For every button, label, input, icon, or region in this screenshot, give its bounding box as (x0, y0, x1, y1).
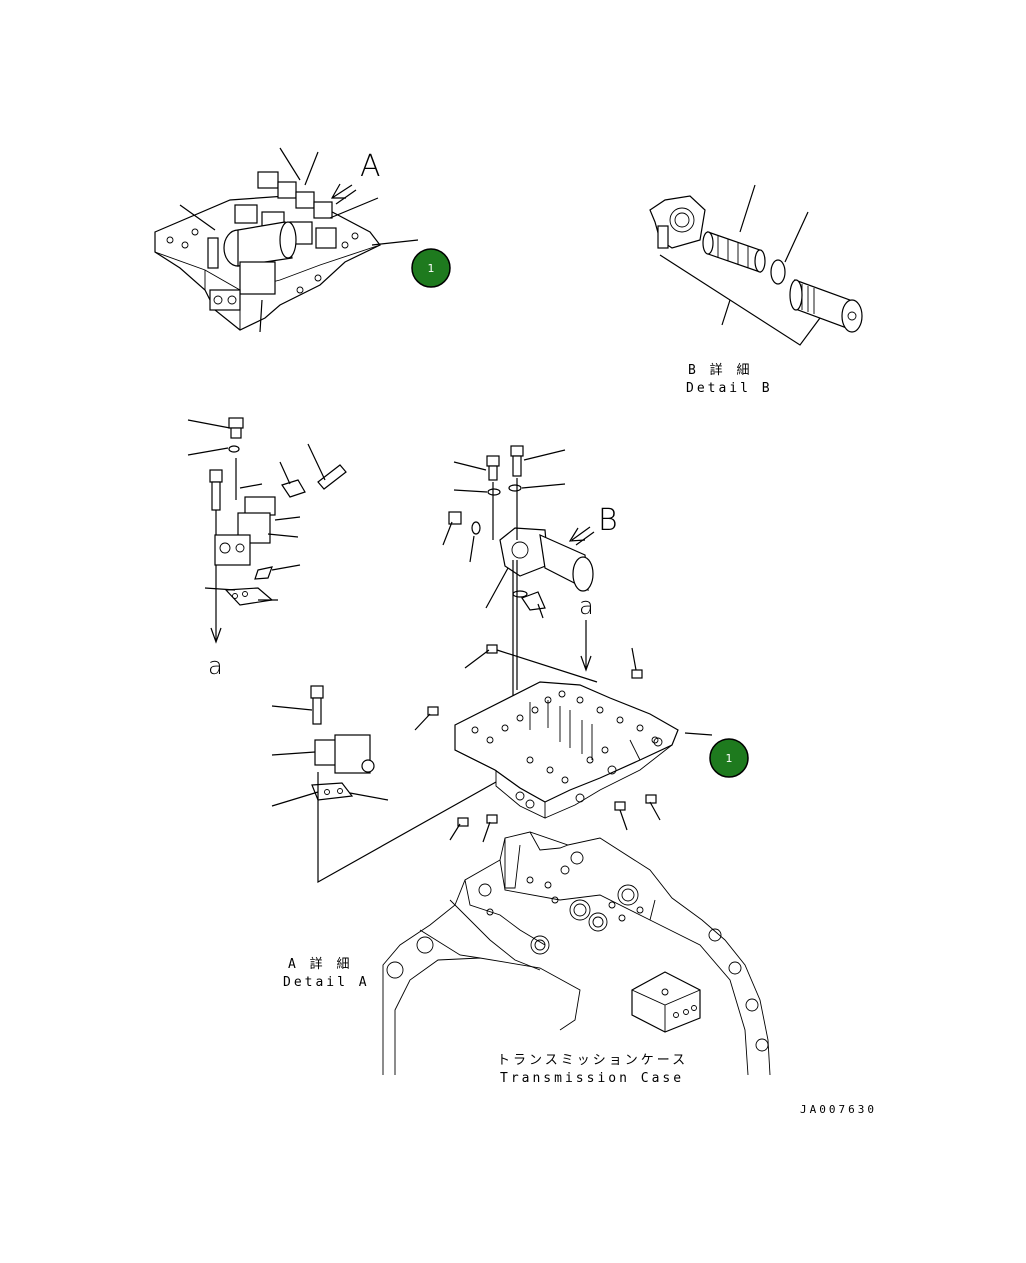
callout-badge-1[interactable]: 1 (411, 248, 451, 288)
callout-badge-circle (411, 248, 451, 288)
detail-b-label-en: Detail B (686, 381, 773, 396)
view-letter-a: A (360, 149, 381, 184)
view-letter-b: B (598, 503, 618, 538)
arrow-a-lower-label-2: a (579, 592, 594, 620)
detail-a-upper-valve (187, 417, 347, 644)
transmission-case-label-en: Transmission Case (500, 1071, 684, 1086)
detail-a-label-en: Detail A (283, 975, 370, 990)
detail-a-lower-valve (271, 685, 497, 884)
callout-badge-text: 1 (428, 262, 435, 275)
transmission-case-label-jp: トランスミッションケース (497, 1053, 688, 1068)
arrow-a-lower-label-1: a (208, 652, 223, 680)
callout-badge-text: 1 (726, 752, 733, 765)
detail-a-label-jp: A 詳 細 (288, 956, 352, 972)
top-valve-assembly (154, 147, 419, 333)
detail-b-assembly (649, 184, 863, 346)
figure-code: JA007630 (800, 1103, 877, 1116)
detail-b-label-jp: B 詳 細 (688, 362, 752, 378)
transmission-case (382, 831, 771, 1076)
main-valve-plate (414, 644, 713, 843)
callout-badge-2[interactable]: 1 (709, 738, 749, 778)
solenoid-b-assembly (442, 445, 595, 770)
callout-badge-circle (709, 738, 749, 778)
